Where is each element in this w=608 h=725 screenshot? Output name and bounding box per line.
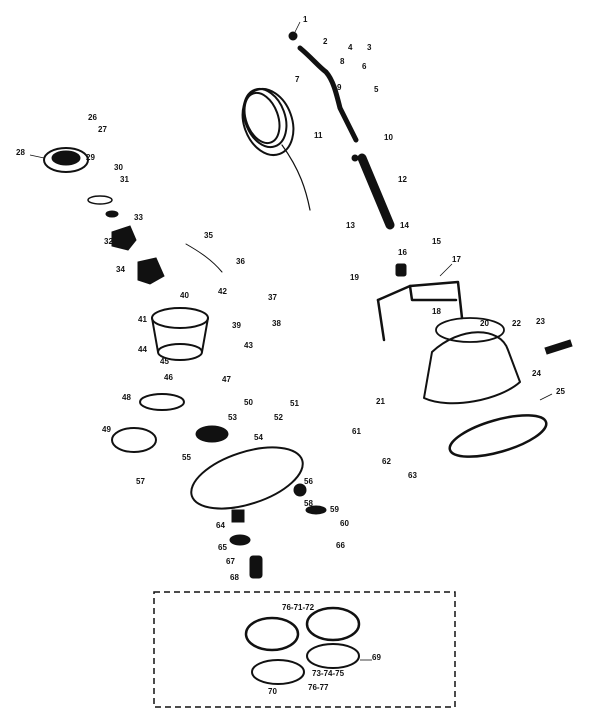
label-57: 57 [136, 477, 145, 486]
brush-kit-box [153, 591, 456, 708]
label-21: 21 [376, 397, 385, 406]
label-60: 60 [340, 519, 349, 528]
label-70: 70 [268, 687, 277, 696]
label-17: 17 [452, 255, 461, 264]
label-64: 64 [216, 521, 225, 530]
label-15: 15 [432, 237, 441, 246]
leader-lines [29, 21, 553, 661]
label-24: 24 [532, 369, 541, 378]
motor-cap-assembly [43, 147, 165, 285]
label-61: 61 [352, 427, 361, 436]
label-39: 39 [232, 321, 241, 330]
label-52: 52 [274, 413, 283, 422]
label-50: 50 [244, 398, 253, 407]
label-10: 10 [384, 133, 393, 142]
label-1: 1 [303, 15, 308, 24]
label-53: 53 [228, 413, 237, 422]
label-8: 8 [340, 57, 345, 66]
label-49: 49 [102, 425, 111, 434]
label-43: 43 [244, 341, 253, 350]
label-55: 55 [182, 453, 191, 462]
label-28: 28 [16, 148, 25, 157]
label-34: 34 [116, 265, 125, 274]
label-54: 54 [254, 433, 263, 442]
label-23: 23 [536, 317, 545, 326]
label-45: 45 [160, 357, 169, 366]
label-18: 18 [432, 307, 441, 316]
label-46: 46 [164, 373, 173, 382]
label-4: 4 [348, 43, 353, 52]
label-44: 44 [138, 345, 147, 354]
label-68: 68 [230, 573, 239, 582]
label-73-74-75: 73-74-75 [312, 669, 345, 678]
label-5: 5 [374, 85, 379, 94]
label-25: 25 [556, 387, 565, 396]
base-plate [190, 446, 327, 579]
label-51: 51 [290, 399, 299, 408]
label-27: 27 [98, 125, 107, 134]
label-3: 3 [367, 43, 372, 52]
label-38: 38 [272, 319, 281, 328]
label-35: 35 [204, 231, 213, 240]
label-7: 7 [295, 75, 300, 84]
handle-assembly [288, 31, 464, 342]
label-13: 13 [346, 221, 355, 230]
bowl-shell [423, 317, 573, 458]
label-63: 63 [408, 471, 417, 480]
label-30: 30 [114, 163, 123, 172]
label-36: 36 [236, 257, 245, 266]
label-2: 2 [323, 37, 328, 46]
label-65: 65 [218, 543, 227, 552]
label-59: 59 [330, 505, 339, 514]
label-26: 26 [88, 113, 97, 122]
label-20: 20 [480, 319, 489, 328]
label-33: 33 [134, 213, 143, 222]
label-62: 62 [382, 457, 391, 466]
part-labels: 1 2 3 4 5 6 7 8 9 10 11 12 13 14 15 16 1… [16, 15, 565, 696]
label-48: 48 [122, 393, 131, 402]
motor-housing [111, 307, 229, 453]
label-29: 29 [86, 153, 95, 162]
label-14: 14 [400, 221, 409, 230]
label-76-77: 76-77 [308, 683, 329, 692]
label-31: 31 [120, 175, 129, 184]
label-40: 40 [180, 291, 189, 300]
label-69: 69 [372, 653, 381, 662]
label-76-71-72: 76-71-72 [282, 603, 315, 612]
label-67: 67 [226, 557, 235, 566]
label-56: 56 [304, 477, 313, 486]
label-16: 16 [398, 248, 407, 257]
label-32: 32 [104, 237, 113, 246]
label-6: 6 [362, 62, 367, 71]
label-66: 66 [336, 541, 345, 550]
label-42: 42 [218, 287, 227, 296]
label-12: 12 [398, 175, 407, 184]
label-41: 41 [138, 315, 147, 324]
label-47: 47 [222, 375, 231, 384]
label-9: 9 [337, 83, 342, 92]
label-58: 58 [304, 499, 313, 508]
label-11: 11 [314, 131, 323, 140]
power-cord [185, 87, 311, 273]
label-19: 19 [350, 273, 359, 282]
label-22: 22 [512, 319, 521, 328]
label-37: 37 [268, 293, 277, 302]
